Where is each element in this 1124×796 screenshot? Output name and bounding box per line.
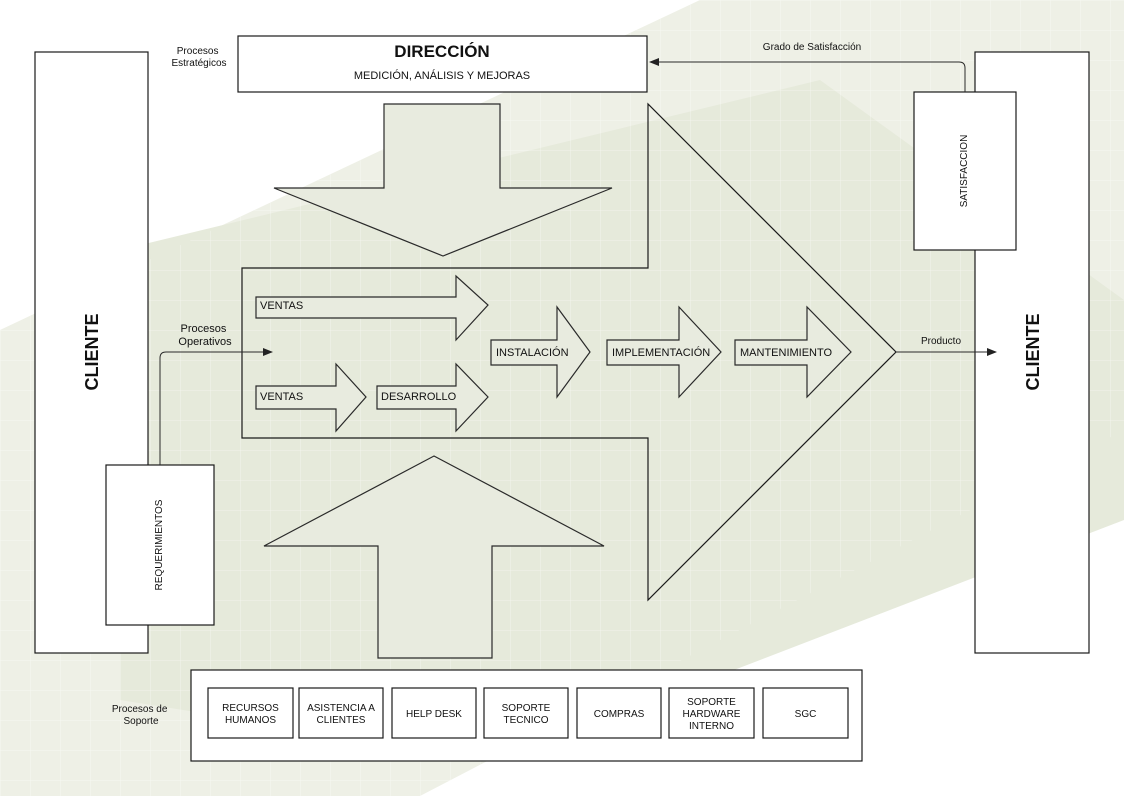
strategic-down-arrow: [273, 103, 613, 257]
procesos-soporte-label: Procesos de Soporte: [112, 704, 170, 727]
requerimientos-label: REQUERIMIENTOS: [154, 499, 165, 590]
direccion-box: DIRECCIÓN MEDICIÓN, ANÁLISIS Y MEJORAS: [237, 35, 648, 93]
support-box: [668, 687, 755, 739]
support-box: [576, 687, 662, 739]
support-box: [207, 687, 294, 739]
direccion-subtitle: MEDICIÓN, ANÁLISIS Y MEJORAS: [354, 69, 530, 82]
desarrollo-arrow: [376, 362, 489, 433]
implementacion-arrow: [606, 305, 722, 399]
operative-arrows: VENTAS VENTAS DESARROLLO INSTALACIÓN IMP…: [255, 274, 852, 433]
support-box: [391, 687, 477, 739]
procesos-estrategicos-label: Procesos Estratégicos: [171, 46, 226, 69]
ventas-top-arrow: [255, 274, 489, 342]
satisfaccion-box: SATISFACCION: [913, 91, 1017, 251]
grado-satisfaccion-label: Grado de Satisfacción: [763, 42, 861, 53]
desarrollo-label: DESARROLLO: [381, 391, 457, 403]
implementacion-label: IMPLEMENTACIÓN: [612, 346, 710, 359]
operative-process-chevron: [241, 102, 897, 602]
support-box-label: SGC: [795, 709, 817, 720]
requerimientos-box: REQUERIMIENTOS: [105, 464, 215, 626]
cliente-left-label: CLIENTE: [82, 313, 102, 390]
cliente-right-label: CLIENTE: [1023, 313, 1043, 390]
support-up-arrow: [263, 455, 605, 659]
procesos-operativos-label: Procesos Operativos: [178, 323, 232, 348]
support-box: [762, 687, 849, 739]
ventas-bottom-label: VENTAS: [260, 391, 303, 403]
mantenimiento-arrow: [734, 305, 852, 399]
mantenimiento-label: MANTENIMIENTO: [740, 347, 833, 359]
support-box: [298, 687, 384, 739]
instalacion-label: INSTALACIÓN: [496, 346, 569, 359]
ventas-top-label: VENTAS: [260, 300, 303, 312]
instalacion-arrow: [490, 305, 591, 399]
grado-satisfaccion-connector: [649, 58, 966, 92]
support-box: [483, 687, 569, 739]
ventas-bottom-arrow: [255, 362, 367, 433]
procesos-operativos-connector: [159, 348, 273, 465]
direccion-title: DIRECCIÓN: [394, 42, 489, 61]
satisfaccion-label: SATISFACCION: [959, 135, 970, 208]
producto-label: Producto: [921, 336, 961, 347]
support-box-label: HELP DESK: [406, 709, 462, 720]
support-box-label: COMPRAS: [594, 709, 645, 720]
